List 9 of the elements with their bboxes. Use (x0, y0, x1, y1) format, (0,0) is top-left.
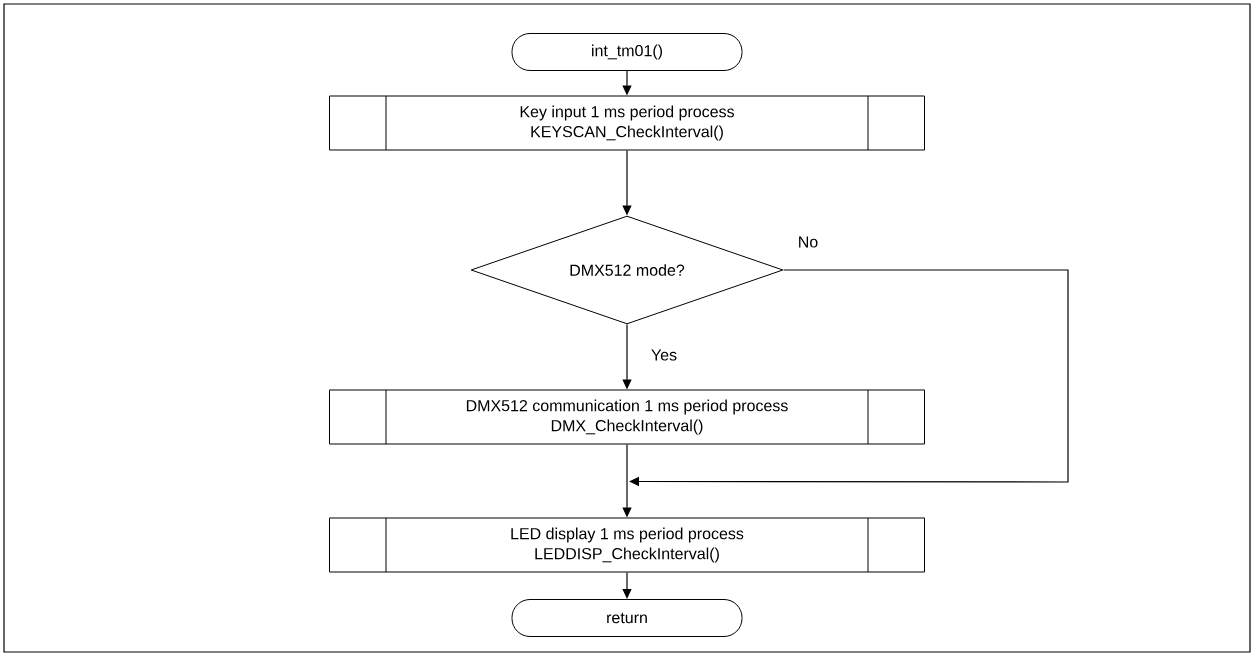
arrow (629, 269, 1069, 487)
terminal-box: int_tm01() (511, 33, 743, 71)
subroutine-box: LED display 1 ms period process LEDDISP_CheckInterval() (329, 517, 925, 573)
terminal-box: return (511, 599, 743, 637)
edge-label: Yes (649, 348, 679, 362)
subroutine-box: Key input 1 ms period process KEYSCAN_CheckInterval() (329, 95, 925, 151)
edge-label: No (796, 235, 820, 249)
subroutine-box: DMX512 communication 1 ms period process DMX_CheckInterval() (329, 389, 925, 445)
arrow (622, 571, 632, 599)
